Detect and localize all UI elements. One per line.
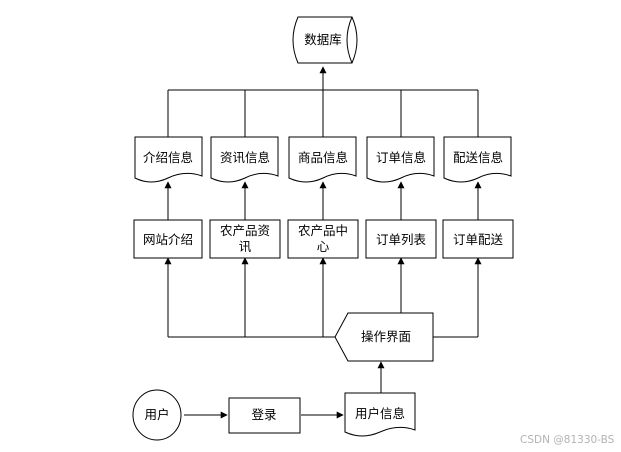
operation-ui-label: 操作界面	[361, 329, 411, 344]
doc-delivery-info-label: 配送信息	[453, 150, 503, 165]
doc-intro-info: 介绍信息	[134, 136, 203, 183]
user-info-doc	[344, 392, 416, 437]
database-label: 数据库	[304, 32, 342, 47]
module-produce-news: 农产品资 讯	[209, 219, 281, 259]
module-order-list: 订单列表	[365, 219, 437, 259]
user-circle	[132, 389, 182, 441]
module-produce-news-line1: 农产品资	[220, 223, 270, 238]
login-node: 登录	[228, 397, 301, 434]
user-info-node: 用户信息	[344, 392, 416, 437]
operation-ui-shape	[334, 312, 434, 362]
module-order-delivery: 订单配送	[442, 219, 514, 259]
doc-intro-info-label: 介绍信息	[143, 150, 193, 165]
database-node: 数据库	[292, 16, 358, 64]
module-order-list-label: 订单列表	[376, 232, 427, 247]
module-produce-center-line1: 农产品中	[298, 223, 348, 238]
function-modules: 网站介绍 农产品资 讯 农产品中 心 订单列表 订单配送	[133, 219, 514, 259]
doc-goods-info: 商品信息	[288, 136, 357, 183]
doc-news-info: 资讯信息	[210, 136, 279, 183]
user-label: 用户	[144, 407, 169, 422]
login-box	[228, 397, 301, 434]
watermark: CSDN @81330-BS	[520, 434, 615, 446]
doc-order-info: 订单信息	[366, 136, 435, 183]
login-label: 登录	[251, 407, 276, 422]
info-documents: 介绍信息 资讯信息 商品信息 订单信息 配送信息	[134, 136, 512, 183]
doc-news-info-label: 资讯信息	[220, 150, 270, 165]
module-site-intro-label: 网站介绍	[143, 232, 193, 247]
module-produce-center-line2: 心	[317, 239, 330, 254]
user-info-label: 用户信息	[355, 406, 405, 421]
doc-delivery-info: 配送信息	[443, 136, 512, 183]
module-produce-news-line2: 讯	[239, 239, 252, 254]
doc-order-info-label: 订单信息	[376, 150, 426, 165]
user-node: 用户	[132, 389, 182, 441]
module-site-intro: 网站介绍	[133, 219, 203, 259]
operation-ui-node: 操作界面	[334, 312, 434, 362]
module-order-delivery-label: 订单配送	[453, 232, 504, 247]
doc-goods-info-label: 商品信息	[298, 150, 348, 165]
module-produce-center: 农产品中 心	[287, 219, 359, 259]
connectors	[164, 66, 482, 419]
